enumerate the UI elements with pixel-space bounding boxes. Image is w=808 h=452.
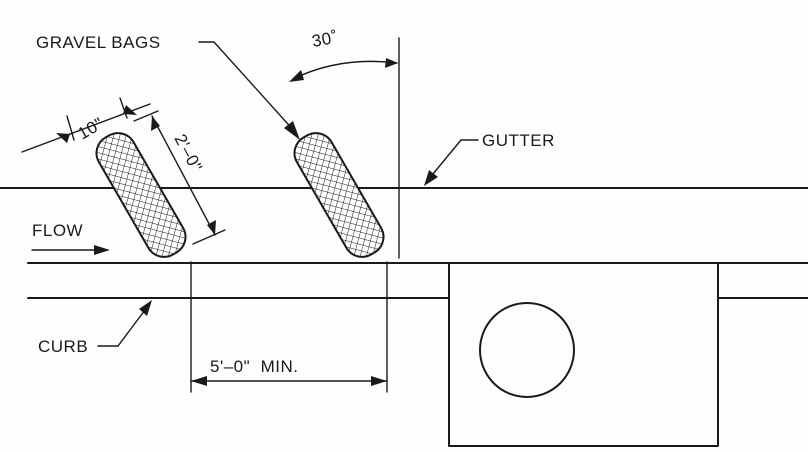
gutter-label: GUTTER — [482, 131, 555, 150]
curb-label: CURB — [38, 337, 88, 356]
curb-arrowhead — [139, 300, 152, 316]
gravel-bag-2 — [293, 132, 385, 258]
gutter-arrowhead — [424, 170, 438, 186]
spacing-arrowhead-left — [191, 376, 207, 386]
gutter-leader — [427, 139, 479, 181]
length-extension-top — [133, 110, 159, 122]
length-arrowhead-top — [151, 116, 160, 131]
length-extension-bottom — [192, 229, 226, 245]
gravel-bags-leader — [198, 41, 297, 134]
curb-leader — [97, 305, 149, 347]
length-label: 2'–0" — [170, 131, 206, 175]
spacing-arrowhead-right — [371, 376, 387, 386]
angle-arc — [292, 60, 398, 80]
gravel-bag-1 — [95, 132, 187, 258]
inlet-grate-circle — [479, 302, 575, 398]
flow-arrowhead — [94, 245, 110, 255]
flow-label: FLOW — [32, 221, 83, 240]
width-extension-right — [119, 97, 128, 119]
gravel-bags-arrowhead — [284, 121, 300, 140]
length-arrowhead-bottom — [207, 220, 216, 235]
angle-label: 30˚ — [310, 28, 339, 51]
width-arrowhead-left — [56, 133, 70, 143]
angle-arrowhead-left — [289, 70, 304, 82]
width-arrowhead-right — [123, 105, 137, 115]
spacing-label: 5'–0" MIN. — [210, 357, 298, 376]
width-extension-left — [66, 115, 75, 141]
gravel-bags-label: GRAVEL BAGS — [36, 33, 161, 52]
angle-arrowhead-right — [385, 58, 398, 68]
length-dimension-line — [151, 115, 216, 236]
inlet-box — [448, 262, 719, 447]
